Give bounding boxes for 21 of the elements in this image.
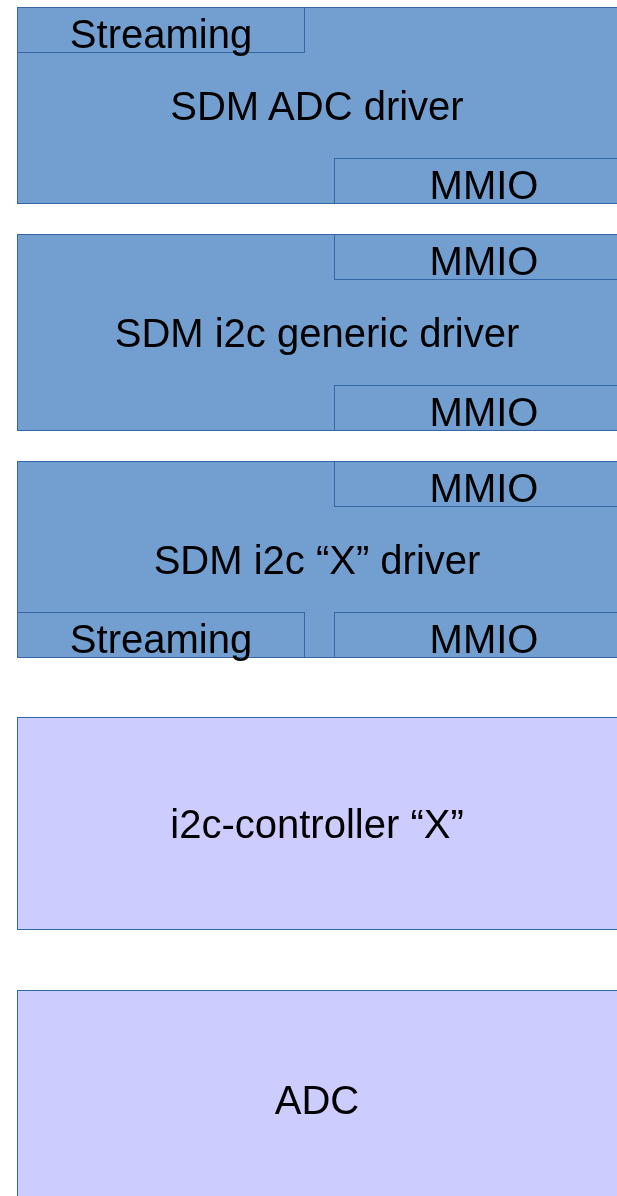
- tab-label: Streaming: [69, 619, 253, 659]
- block-label: i2c-controller “X”: [170, 803, 464, 844]
- tab-label: MMIO: [429, 468, 539, 508]
- interface-tab: [334, 158, 617, 204]
- block-label: ADC: [274, 1080, 360, 1120]
- block-label: SDM ADC driver: [170, 85, 464, 126]
- tab-label: MMIO: [429, 392, 539, 432]
- tab-label: MMIO: [429, 165, 539, 205]
- interface-tab: [334, 612, 617, 658]
- tab-label: MMIO: [429, 619, 539, 659]
- interface-tab: [334, 234, 617, 280]
- block-label: SDM i2c “X” driver: [153, 539, 481, 580]
- interface-tab: [334, 461, 617, 507]
- interface-tab: [334, 385, 617, 431]
- tab-label: MMIO: [429, 241, 539, 281]
- hardware-block: [17, 990, 617, 1196]
- driver-block: [17, 7, 617, 204]
- driver-block: [17, 234, 617, 431]
- block-label: SDM i2c generic driver: [114, 312, 520, 353]
- hardware-block: [17, 717, 617, 930]
- tab-label: Streaming: [69, 14, 253, 54]
